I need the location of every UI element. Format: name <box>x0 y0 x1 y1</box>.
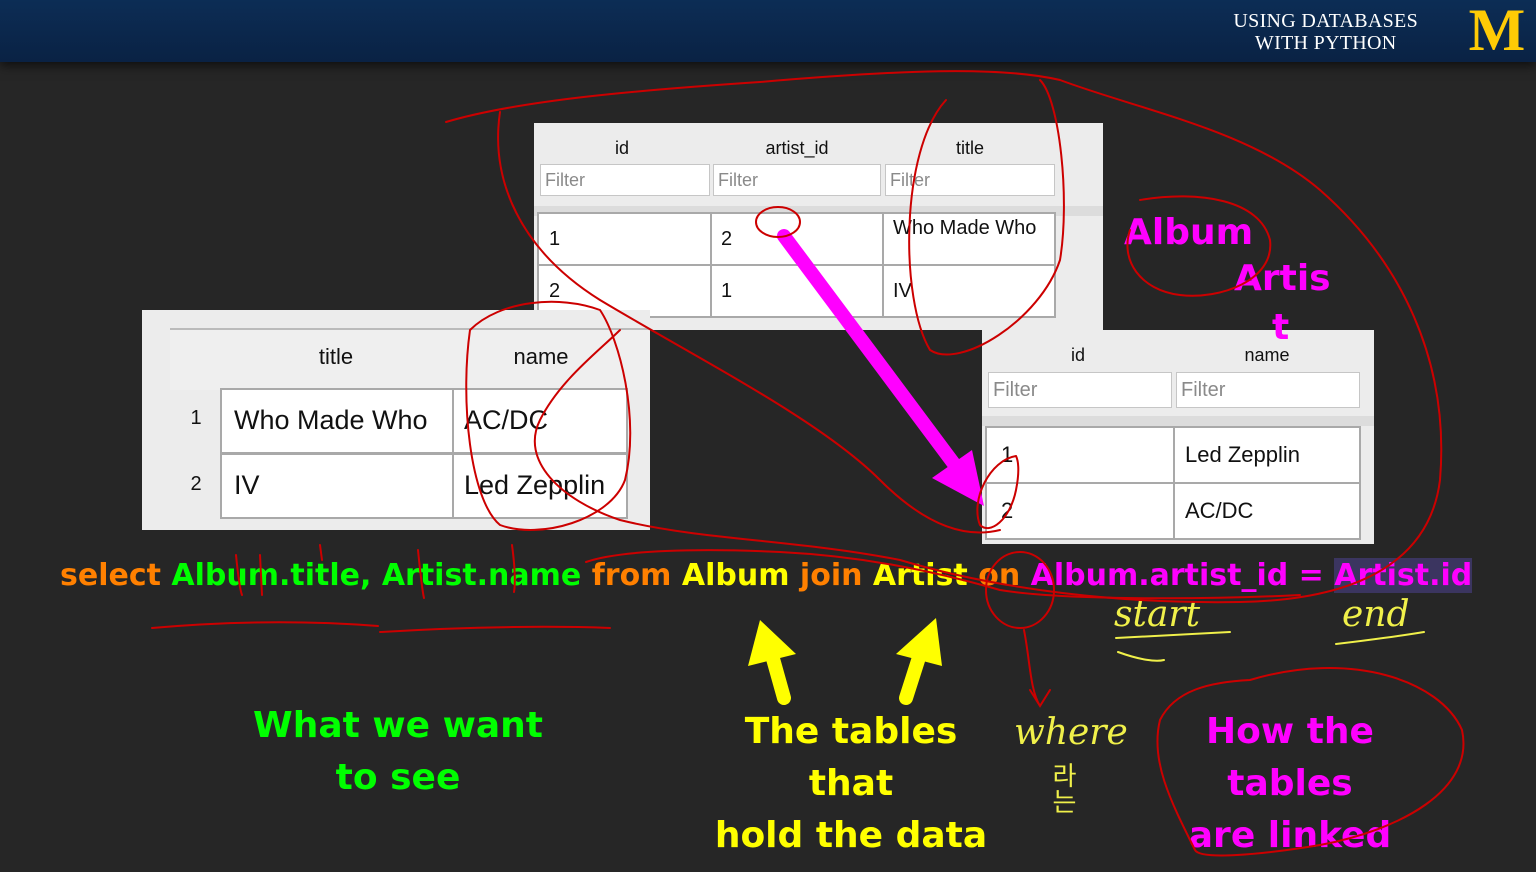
album-col-title-header[interactable]: title <box>955 138 984 158</box>
what-we-want-line1: What we want <box>253 705 543 746</box>
album-row2-title[interactable]: IV <box>882 264 1056 318</box>
artist-id-filter[interactable]: Filter <box>988 372 1172 408</box>
artist-col-id-header[interactable]: id <box>1070 345 1085 365</box>
result-col-title-header[interactable]: title <box>318 344 354 369</box>
artist-table-panel: id name Filter Filter 1 Led Zepplin 2 AC… <box>982 330 1374 544</box>
course-title: USING DATABASES WITH PYTHON <box>1233 10 1418 54</box>
artist-name-filter[interactable]: Filter <box>1176 372 1360 408</box>
sql-condition-left: Album.artist_id <box>1030 558 1289 593</box>
result-row1-title[interactable]: Who Made Who <box>220 388 454 454</box>
album-row1-id[interactable]: 1 <box>537 212 712 266</box>
sql-table2: Artist <box>872 558 968 593</box>
sql-from-keyword: from <box>581 558 682 593</box>
how-tables-linked-line2: are linked <box>1188 815 1392 856</box>
sql-table1: Album <box>681 558 790 593</box>
result-row1-number: 1 <box>190 407 202 429</box>
handwritten-korean: 라는 <box>1047 762 1077 814</box>
album-row2-artist-id[interactable]: 1 <box>710 264 884 318</box>
sql-join-keyword: join <box>789 558 873 593</box>
university-logo: M <box>1468 0 1526 63</box>
result-row2-number: 2 <box>190 473 202 495</box>
tables-that-hold-line1: The tables that <box>744 711 958 804</box>
sql-statement: select Album.title, Artist.name from Alb… <box>60 556 1473 596</box>
what-we-want-line2: to see <box>335 757 461 798</box>
result-row2-title[interactable]: IV <box>220 453 454 519</box>
album-table-panel: id artist_id title Filter Filter Filter … <box>534 123 1103 330</box>
sql-select-keyword: select <box>60 558 172 593</box>
yellow-arrow-right <box>896 618 942 705</box>
header-bar: USING DATABASES WITH PYTHON M <box>0 0 1536 62</box>
artist-row1-name[interactable]: Led Zepplin <box>1173 426 1361 484</box>
result-col-name-header[interactable]: name <box>513 344 569 369</box>
tables-that-hold-label: The tables that hold the data <box>698 706 1004 862</box>
artist-row1-id[interactable]: 1 <box>985 426 1175 484</box>
artist-side-label-part1: Artis <box>1234 258 1331 299</box>
result-table-panel: title name 1 Who Made Who AC/DC 2 IV Led… <box>142 310 650 530</box>
sql-condition-right: Artist.id <box>1334 558 1473 593</box>
album-artist-id-filter[interactable]: Filter <box>713 164 881 196</box>
handwritten-start: start <box>1114 594 1201 635</box>
yellow-arrow-left <box>748 620 796 705</box>
tables-that-hold-line2: hold the data <box>714 815 988 856</box>
what-we-want-label: What we want to see <box>248 700 548 804</box>
sql-on-keyword: on <box>967 558 1031 593</box>
sql-columns: Album.title, Artist.name <box>171 558 582 593</box>
handwritten-end: end <box>1342 594 1410 635</box>
artist-row-separator <box>982 416 1374 426</box>
yellow-ink-underlines <box>1115 631 1425 662</box>
result-row1-name[interactable]: AC/DC <box>452 388 628 454</box>
sql-equals: = <box>1288 558 1335 593</box>
album-row1-title[interactable]: Who Made Who <box>882 212 1056 266</box>
result-row2-name[interactable]: Led Zepplin <box>452 453 628 519</box>
album-id-filter[interactable]: Filter <box>540 164 710 196</box>
course-title-line2: WITH PYTHON <box>1254 32 1397 54</box>
album-col-artist-id-header[interactable]: artist_id <box>765 138 829 158</box>
how-tables-linked-line1: How the tables <box>1206 711 1374 804</box>
course-title-line1: USING DATABASES <box>1233 10 1418 32</box>
how-tables-linked-label: How the tables are linked <box>1140 706 1440 862</box>
artist-col-name-header[interactable]: name <box>1244 345 1290 365</box>
artist-row2-id[interactable]: 2 <box>985 482 1175 540</box>
album-title-filter[interactable]: Filter <box>885 164 1055 196</box>
album-side-label: Album <box>1124 212 1254 253</box>
handwritten-where: where <box>1014 712 1128 753</box>
artist-side-label-part2: t <box>1272 307 1290 348</box>
artist-row2-name[interactable]: AC/DC <box>1173 482 1361 540</box>
album-row1-artist-id[interactable]: 2 <box>710 212 884 266</box>
album-col-id-header[interactable]: id <box>614 138 629 158</box>
